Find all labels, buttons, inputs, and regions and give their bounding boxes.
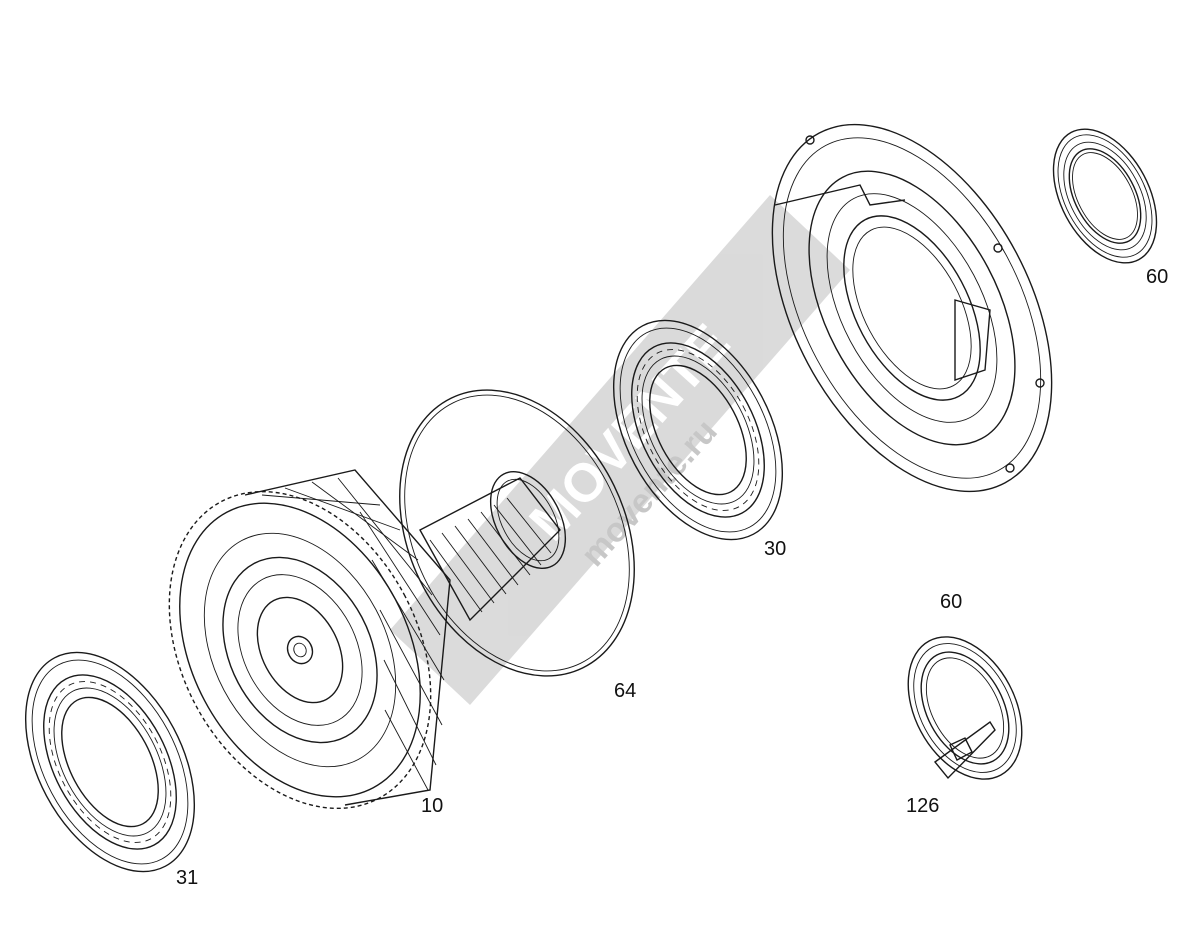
bolt-hole	[805, 135, 815, 145]
callout-seal-top: 60	[1146, 266, 1168, 288]
callout-seal-bottom: 60	[940, 591, 962, 613]
shaft-splines	[429, 497, 552, 613]
bolt-hole	[993, 243, 1003, 253]
part-flange-housing[interactable]	[715, 78, 1109, 538]
part-bearing-31[interactable]	[0, 624, 229, 900]
part-seal-bottom[interactable]	[885, 617, 1045, 798]
gear-teeth	[261, 477, 445, 791]
callout-clip: 126	[906, 795, 939, 817]
part-seal-top[interactable]	[1032, 112, 1177, 280]
part-shaft-gear[interactable]	[117, 446, 581, 853]
watermark-band	[390, 195, 850, 705]
part-clip[interactable]	[933, 720, 996, 780]
callout-o-ring: 64	[614, 680, 636, 702]
bolt-hole	[1035, 378, 1045, 388]
bolt-hole	[1005, 463, 1015, 473]
callout-bearing-30: 30	[764, 538, 786, 560]
callout-bearing-31: 31	[176, 867, 198, 889]
callout-shaft-gear: 10	[421, 795, 443, 817]
